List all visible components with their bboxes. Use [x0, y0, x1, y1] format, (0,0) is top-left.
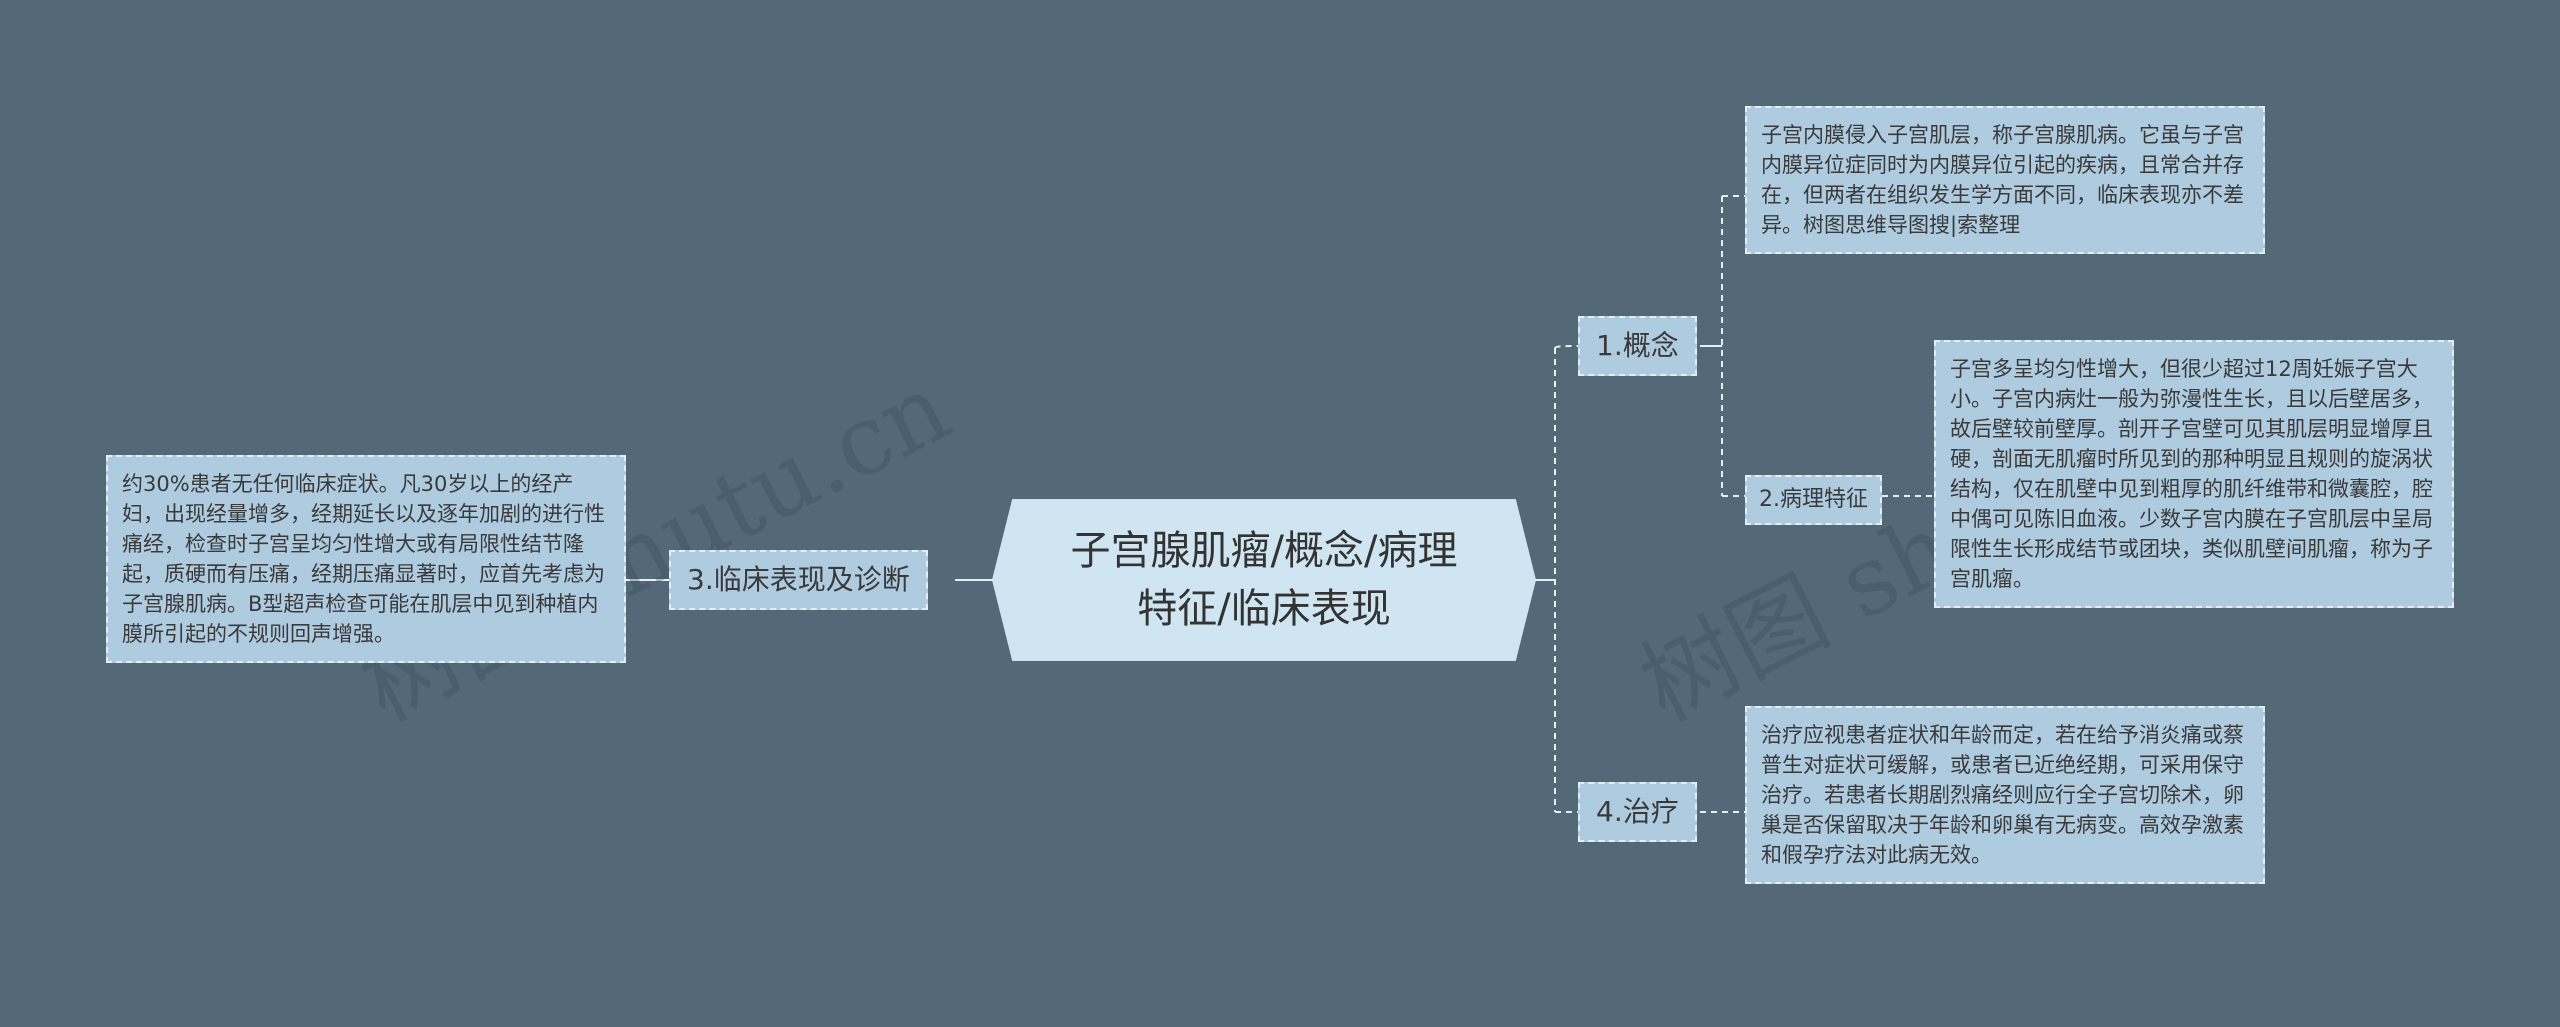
treatment-text: 治疗应视患者症状和年龄而定，若在给予消炎痛或蔡普生对症状可缓解，或患者已近绝经期… — [1761, 723, 2244, 867]
branch-concept-label: 1.概念 — [1596, 329, 1679, 362]
central-topic[interactable]: 子宫腺肌瘤/概念/病理特征/临床表现 — [993, 500, 1535, 660]
pathology-text: 子宫多呈均匀性增大，但很少超过12周妊娠子宫大小。子宫内病灶一般为弥漫性生长，且… — [1950, 357, 2433, 591]
concept-text-box[interactable]: 子宫内膜侵入子宫肌层，称子宫腺肌病。它虽与子宫内膜异位症同时为内膜异位引起的疾病… — [1745, 106, 2265, 254]
central-topic-label: 子宫腺肌瘤/概念/病理特征/临床表现 — [1070, 528, 1458, 632]
branch-concept[interactable]: 1.概念 — [1578, 316, 1697, 376]
pathology-text-box[interactable]: 子宫多呈均匀性增大，但很少超过12周妊娠子宫大小。子宫内病灶一般为弥漫性生长，且… — [1934, 340, 2454, 608]
concept-text: 子宫内膜侵入子宫肌层，称子宫腺肌病。它虽与子宫内膜异位症同时为内膜异位引起的疾病… — [1761, 123, 2244, 237]
branch-pathology-label: 2.病理特征 — [1759, 487, 1868, 512]
clinical-text-box[interactable]: 约30%患者无任何临床症状。凡30岁以上的经产妇，出现经量增多，经期延长以及逐年… — [106, 455, 626, 663]
branch-clinical[interactable]: 3.临床表现及诊断 — [669, 550, 928, 610]
clinical-text: 约30%患者无任何临床症状。凡30岁以上的经产妇，出现经量增多，经期延长以及逐年… — [122, 472, 605, 646]
treatment-text-box[interactable]: 治疗应视患者症状和年龄而定，若在给予消炎痛或蔡普生对症状可缓解，或患者已近绝经期… — [1745, 706, 2265, 884]
branch-clinical-label: 3.临床表现及诊断 — [687, 563, 910, 596]
branch-treatment-label: 4.治疗 — [1596, 795, 1679, 828]
branch-pathology[interactable]: 2.病理特征 — [1745, 475, 1882, 525]
branch-treatment[interactable]: 4.治疗 — [1578, 782, 1697, 842]
